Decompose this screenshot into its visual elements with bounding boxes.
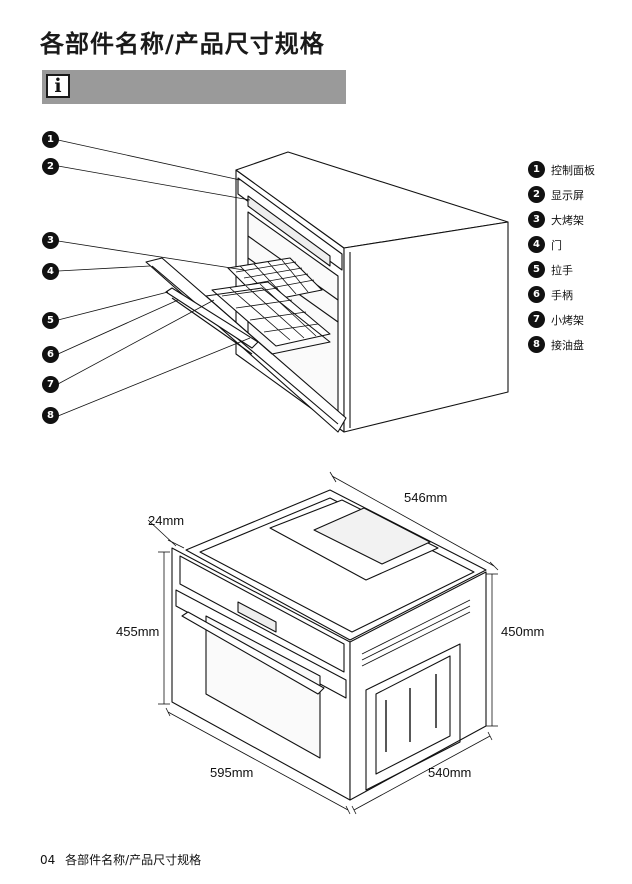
legend-number: 3 xyxy=(528,211,545,228)
legend-label: 显示屏 xyxy=(551,188,584,202)
legend-label: 门 xyxy=(551,238,562,252)
legend-number: 4 xyxy=(528,236,545,253)
legend-label: 接油盘 xyxy=(551,338,584,352)
page-footer: 04 各部件名称/产品尺寸规格 xyxy=(40,851,201,868)
dimension-depth-top: 546mm xyxy=(404,490,448,505)
legend-item: 6 手柄 xyxy=(528,282,595,307)
dimension-front-height: 455mm xyxy=(116,624,160,639)
legend-item: 5 拉手 xyxy=(528,257,595,282)
legend-number: 7 xyxy=(528,311,545,328)
callout-4: 4 xyxy=(42,263,59,280)
legend-number: 1 xyxy=(528,161,545,178)
page-title: 各部件名称/产品尺寸规格 xyxy=(40,30,325,58)
legend-item: 2 显示屏 xyxy=(528,182,595,207)
callout-3: 3 xyxy=(42,232,59,249)
legend-label: 手柄 xyxy=(551,288,573,302)
callout-2: 2 xyxy=(42,158,59,175)
legend-label: 拉手 xyxy=(551,263,573,277)
legend-item: 1 控制面板 xyxy=(528,157,595,182)
legend-number: 8 xyxy=(528,336,545,353)
legend-number: 6 xyxy=(528,286,545,303)
info-bar: i xyxy=(42,70,346,104)
callout-8: 8 xyxy=(42,407,59,424)
callout-6: 6 xyxy=(42,346,59,363)
callout-1: 1 xyxy=(42,131,59,148)
dimension-panel-depth: 24mm xyxy=(148,513,185,528)
legend-item: 3 大烤架 xyxy=(528,207,595,232)
legend-label: 大烤架 xyxy=(551,213,584,227)
parts-legend: 1 控制面板 2 显示屏 3 大烤架 4 门 5 拉手 6 手柄 7 小烤架 8… xyxy=(528,157,595,357)
info-icon: i xyxy=(46,74,70,98)
legend-item: 4 门 xyxy=(528,232,595,257)
dimension-side-height: 450mm xyxy=(501,624,545,639)
legend-item: 7 小烤架 xyxy=(528,307,595,332)
page-number: 04 xyxy=(40,853,56,867)
legend-item: 8 接油盘 xyxy=(528,332,595,357)
legend-number: 5 xyxy=(528,261,545,278)
legend-label: 控制面板 xyxy=(551,163,595,177)
dimension-front-width: 595mm xyxy=(210,765,254,780)
legend-number: 2 xyxy=(528,186,545,203)
footer-section-title: 各部件名称/产品尺寸规格 xyxy=(65,853,202,867)
callout-7: 7 xyxy=(42,376,59,393)
callout-5: 5 xyxy=(42,312,59,329)
dimension-side-depth: 540mm xyxy=(428,765,472,780)
legend-label: 小烤架 xyxy=(551,313,584,327)
